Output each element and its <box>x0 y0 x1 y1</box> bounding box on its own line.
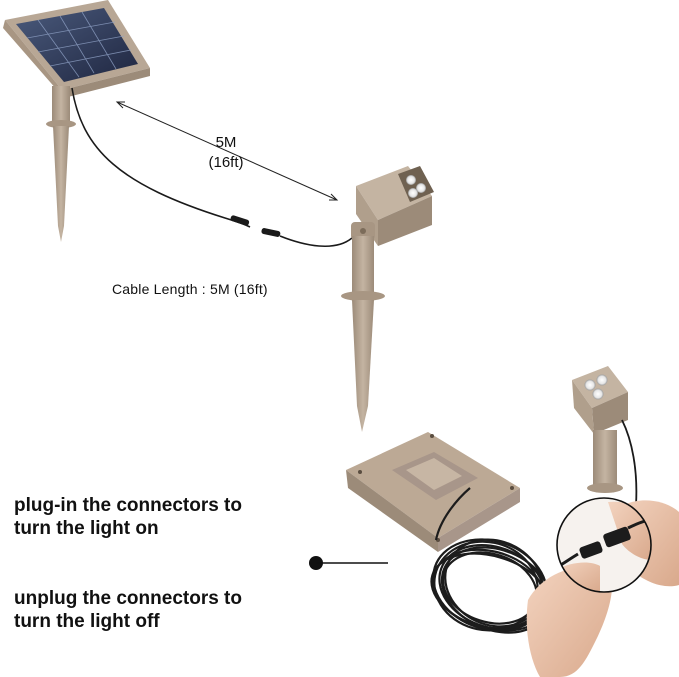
distance-feet: (16ft) <box>208 154 244 171</box>
solar-panel-stake <box>46 86 76 242</box>
solar-panel <box>3 0 150 98</box>
unplug-line-2: turn the light off <box>14 611 160 632</box>
plug-in-line-2: turn the light on <box>14 518 159 539</box>
short-spotlight <box>572 366 638 506</box>
distance-meters: 5M <box>215 134 237 151</box>
unplug-instruction: unplug the connectors to turn the light … <box>14 587 304 633</box>
spotlight-stake <box>341 236 385 432</box>
plug-in-instruction: plug-in the connectors to turn the light… <box>14 494 304 540</box>
cable-length-label: Cable Length : 5M (16ft) <box>112 281 268 297</box>
spotlight <box>351 166 434 246</box>
solar-panel-back <box>346 432 520 552</box>
pointer-line <box>309 556 388 570</box>
unplug-line-1: unplug the connectors to <box>14 588 242 609</box>
distance-arrow <box>115 101 339 201</box>
plug-in-line-1: plug-in the connectors to <box>14 495 242 516</box>
distance-label: 5M (16ft) <box>196 133 256 173</box>
cable <box>71 87 353 248</box>
